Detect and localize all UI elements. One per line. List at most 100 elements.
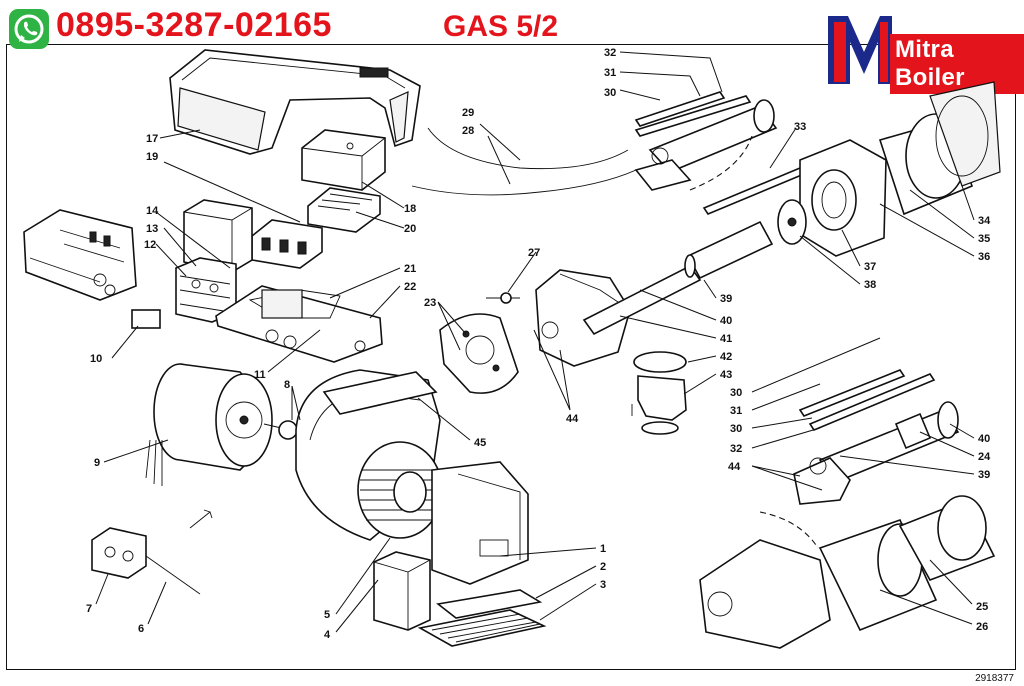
part-electrode-c: [798, 369, 906, 417]
part-gas-tube: [582, 264, 702, 336]
part-flange-plate: [929, 81, 1001, 187]
callout-10: 10: [90, 353, 102, 365]
callout-34: 34: [978, 215, 991, 227]
callout-4: 4: [324, 629, 331, 641]
callout-37: 37: [864, 261, 876, 273]
callout-3: 3: [600, 579, 606, 591]
callout-17: 17: [146, 133, 158, 145]
callout-40: 40: [720, 315, 732, 327]
callout-labels: 1 2 3 4 5 6 7 8 9 10 11 12 13 14 17 18 1…: [86, 47, 991, 641]
phone-number[interactable]: 0895-3287-02165: [56, 6, 332, 44]
callout-41: 41: [720, 333, 732, 345]
part-combustion-head-pipe: [686, 220, 774, 280]
part-nozzle-tube: [818, 401, 960, 483]
callout-9: 9: [94, 457, 100, 469]
part-mounting-flange: [799, 139, 887, 257]
callout-22: 22: [404, 281, 416, 293]
part-cover: [169, 49, 421, 155]
part-nozzle-assembly: [634, 99, 778, 191]
callout-31b: 31: [730, 405, 742, 417]
diagram-frame: [6, 44, 1016, 670]
dashed-link: [689, 135, 753, 191]
callout-5: 5: [324, 609, 330, 621]
callout-39: 39: [720, 293, 732, 305]
part-baseplate: [215, 285, 383, 363]
part-relay: [251, 219, 323, 269]
callout-35: 35: [978, 233, 990, 245]
part-motor: [145, 363, 291, 486]
part-gasket: [436, 589, 543, 619]
callout-43: 43: [720, 369, 732, 381]
callout-11: 11: [254, 369, 266, 381]
part-electrode-b: [634, 95, 752, 137]
callout-39b: 39: [978, 469, 990, 481]
callout-23: 23: [424, 297, 436, 309]
part-junction-box: [373, 551, 431, 631]
callout-38: 38: [864, 279, 876, 291]
callout-36: 36: [978, 251, 990, 263]
callout-30c: 30: [730, 423, 742, 435]
callout-26: 26: [976, 621, 988, 633]
part-flange-gasket: [633, 351, 687, 373]
callout-33: 33: [794, 121, 806, 133]
callout-21: 21: [404, 263, 416, 275]
callout-44: 44: [566, 413, 579, 425]
part-support-block: [793, 457, 851, 505]
callout-19: 19: [146, 151, 158, 163]
model-title: GAS 5/2: [443, 10, 559, 43]
mitra-boiler-logo: [828, 16, 892, 84]
part-head-housing: [535, 269, 631, 367]
document-number: 2918377: [975, 673, 1014, 684]
dashed-link-lower: [759, 511, 819, 549]
part-gas-valve: [91, 527, 201, 595]
callout-7: 7: [86, 603, 92, 615]
whatsapp-icon[interactable]: [8, 8, 50, 50]
callout-31: 31: [604, 67, 616, 79]
part-ignition-cable: [427, 127, 629, 170]
callout-25: 25: [976, 601, 988, 613]
brand-name: Mitra Boiler: [890, 34, 1024, 94]
airflow-arrow-icon: [189, 509, 213, 529]
part-ionisation-cable: [411, 169, 637, 196]
part-plug: [131, 309, 161, 329]
callout-42: 42: [720, 351, 732, 363]
callout-28: 28: [462, 125, 474, 137]
callout-13: 13: [146, 223, 158, 235]
callout-44b: 44: [728, 461, 741, 473]
callout-40b: 40: [978, 433, 990, 445]
callout-8: 8: [284, 379, 290, 391]
callout-32b: 32: [730, 443, 742, 455]
callout-32: 32: [604, 47, 616, 59]
part-terminal-strip: [23, 209, 137, 301]
part-burner-body: [431, 461, 529, 585]
part-electrode-d: [808, 373, 936, 431]
callout-1: 1: [600, 543, 606, 555]
callout-20: 20: [404, 223, 416, 235]
part-gas-elbow: [631, 375, 687, 435]
part-electrode-a: [634, 91, 726, 127]
callout-18: 18: [404, 203, 416, 215]
callout-30: 30: [604, 87, 616, 99]
part-air-grille: [417, 609, 547, 647]
callout-45: 45: [474, 437, 486, 449]
callout-6: 6: [138, 623, 144, 635]
callout-24: 24: [978, 451, 991, 463]
part-assembled-head: [699, 495, 996, 649]
callout-30b: 30: [730, 387, 742, 399]
part-bracket: [322, 371, 438, 415]
part-diffuser-disc: [777, 199, 807, 245]
part-nut: [500, 292, 512, 304]
callout-29: 29: [462, 107, 474, 119]
callout-14: 14: [146, 205, 159, 217]
callout-2: 2: [600, 561, 606, 573]
part-fan-wheel: [357, 441, 443, 539]
callout-12: 12: [144, 239, 156, 251]
part-air-damper: [439, 313, 519, 394]
leader-lines: [95, 51, 975, 633]
part-coupling: [278, 420, 298, 440]
part-control-cover: [301, 129, 386, 191]
callout-27: 27: [528, 247, 540, 259]
part-control-box: [307, 187, 381, 233]
part-pipe-end: [684, 254, 696, 278]
